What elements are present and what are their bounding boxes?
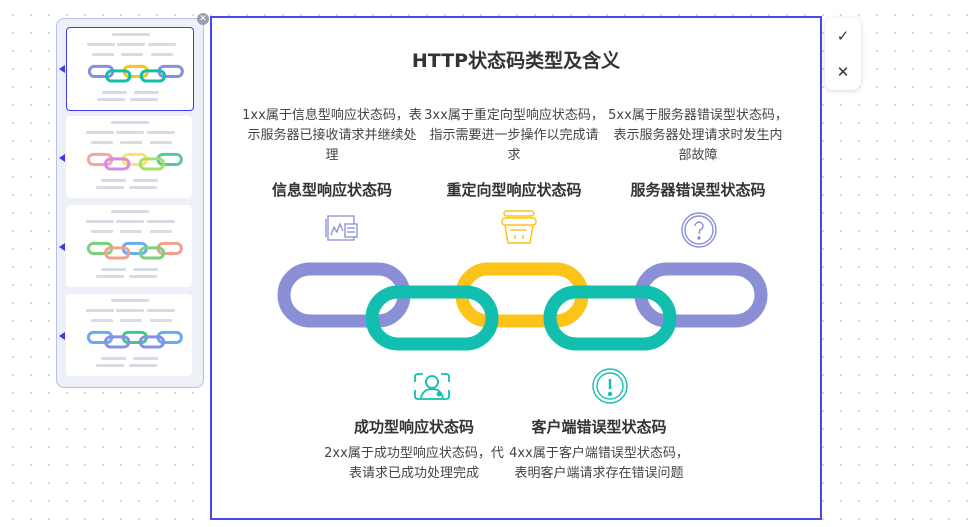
placeholder-line (150, 141, 172, 144)
head-1xx: 信息型响应状态码 (271, 181, 392, 199)
chain-link (104, 335, 131, 349)
placeholder-line (96, 186, 124, 189)
placeholder-line (97, 98, 125, 101)
chain-link (104, 246, 131, 260)
chain-link (365, 285, 499, 351)
placeholder-line (92, 53, 114, 56)
close-panel-button[interactable]: ✕ (197, 13, 209, 25)
placeholder-line (129, 186, 157, 189)
placeholder-line (117, 43, 145, 46)
placeholder-line (134, 91, 159, 94)
thumbnail-marker-icon (59, 65, 65, 73)
placeholder-line (148, 43, 176, 46)
chain-link (104, 157, 131, 171)
placeholder-line (111, 121, 149, 124)
head-5xx: 服务器错误型状态码 (630, 181, 766, 199)
exclamation-circle-icon (592, 368, 628, 404)
placeholder-line (116, 220, 144, 223)
placeholder-line (111, 210, 149, 213)
placeholder-line (91, 141, 113, 144)
chain-link (138, 335, 166, 349)
placeholder-line (151, 53, 173, 56)
desc-1xx: 1xx属于信息型响应状态码，表示服务器已接收请求并继续处理 (242, 108, 422, 163)
desc-3xx: 3xx属于重定向型响应状态码，指示需要进一步操作以完成请求 (424, 108, 604, 163)
placeholder-line (101, 268, 126, 271)
placeholder-line (102, 91, 127, 94)
confirm-button[interactable]: ✓ (836, 27, 850, 45)
chain-link (138, 246, 166, 260)
placeholder-line (120, 230, 142, 233)
placeholder-line (133, 179, 158, 182)
placeholder-line (116, 309, 144, 312)
slide-canvas[interactable]: HTTP状态码类型及含义 1xx属于信息型响应状态码，表示服务器已接收请求并继续… (210, 16, 822, 520)
placeholder-line (86, 131, 114, 134)
placeholder-line (86, 309, 114, 312)
placeholder-line (133, 357, 158, 360)
thumbnail-marker-icon (59, 154, 65, 162)
placeholder-line (130, 98, 158, 101)
thumbnail-chain (86, 241, 183, 260)
template-thumbnail[interactable] (66, 205, 192, 287)
confirm-toolbar: ✓ ✕ (825, 18, 861, 90)
placeholder-line (91, 319, 113, 322)
placeholder-line (101, 179, 126, 182)
template-thumbnail[interactable] (66, 116, 192, 198)
placeholder-line (91, 230, 113, 233)
placeholder-line (147, 309, 175, 312)
cancel-button[interactable]: ✕ (836, 63, 850, 81)
placeholder-line (120, 319, 142, 322)
chain-link (139, 69, 167, 83)
chain-link (634, 262, 768, 328)
placeholder-line (121, 53, 143, 56)
chain-link (105, 69, 132, 83)
chain-graphic (277, 210, 768, 404)
chain-link (138, 157, 166, 171)
head-3xx: 重定向型响应状态码 (446, 181, 582, 199)
placeholder-line (116, 131, 144, 134)
desc-5xx: 5xx属于服务器错误型状态码，表示服务器处理请求时发生内部故障 (608, 108, 788, 163)
template-thumbnail[interactable] (66, 27, 194, 111)
placeholder-line (150, 230, 172, 233)
thumbnail-chain (86, 330, 183, 349)
dashboard-icon (325, 215, 358, 241)
placeholder-line (112, 33, 150, 36)
placeholder-line (111, 299, 149, 302)
template-panel (56, 18, 204, 388)
placeholder-line (147, 131, 175, 134)
user-frame-icon (414, 373, 450, 400)
placeholder-line (147, 220, 175, 223)
placeholder-line (101, 357, 126, 360)
placeholder-line (150, 319, 172, 322)
head-4xx: 客户端错误型状态码 (531, 418, 667, 436)
placeholder-line (133, 268, 158, 271)
thumbnail-marker-icon (59, 243, 65, 251)
placeholder-line (86, 220, 114, 223)
placeholder-line (96, 364, 124, 367)
thumbnail-marker-icon (59, 332, 65, 340)
thumbnail-chain (87, 64, 184, 83)
chain-link (543, 285, 677, 351)
chain-link (455, 262, 589, 328)
page-title: HTTP状态码类型及含义 (411, 50, 621, 72)
template-thumbnail[interactable] (66, 294, 192, 376)
chain-link (277, 262, 411, 328)
placeholder-line (96, 275, 124, 278)
head-2xx: 成功型响应状态码 (353, 418, 474, 436)
basket-icon (501, 210, 537, 244)
question-circle-icon (681, 212, 717, 248)
placeholder-line (129, 275, 157, 278)
desc-2xx: 2xx属于成功型响应状态码，代表请求已成功处理完成 (324, 446, 504, 481)
placeholder-line (87, 43, 115, 46)
thumbnail-chain (86, 152, 183, 171)
desc-4xx: 4xx属于客户端错误型状态码，表明客户端请求存在错误问题 (509, 446, 689, 481)
placeholder-line (120, 141, 142, 144)
placeholder-line (129, 364, 157, 367)
